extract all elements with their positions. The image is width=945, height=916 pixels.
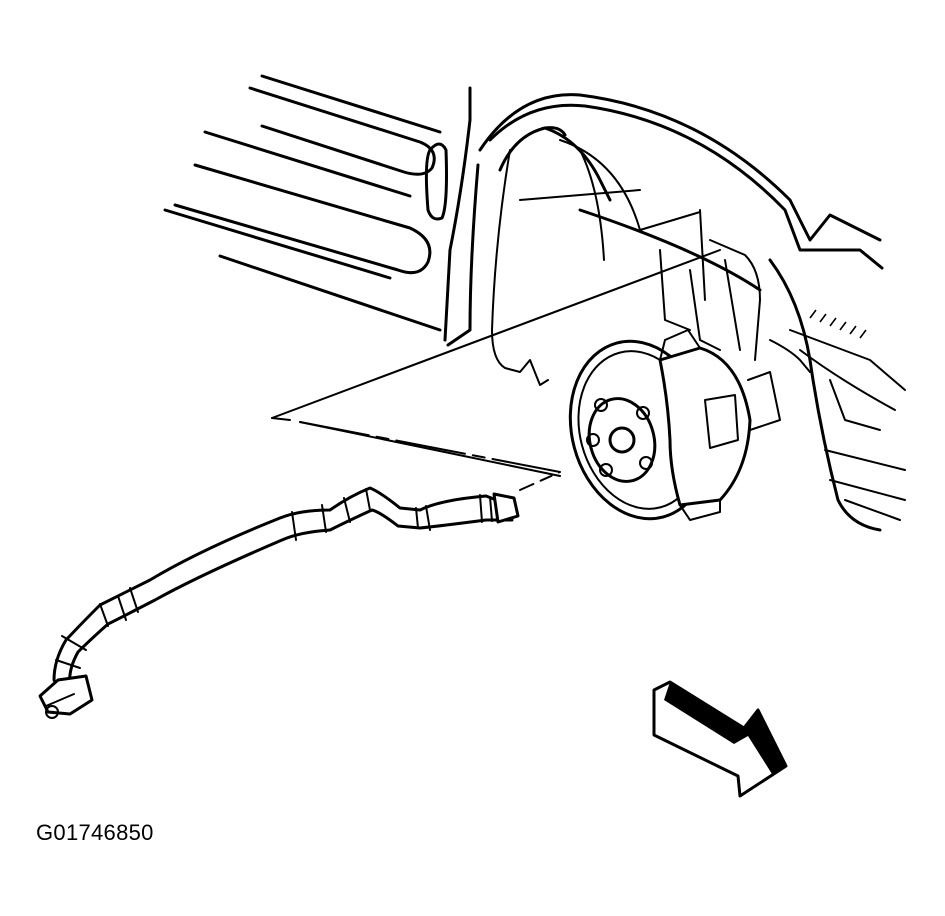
figure-caption: G01746850 <box>36 820 154 845</box>
front-direction-arrow-icon <box>652 680 788 798</box>
fender-wheel-arch <box>443 86 884 386</box>
brake-caliper <box>658 329 781 521</box>
suspension-assembly <box>659 239 906 532</box>
callout-leader <box>271 249 721 491</box>
brake-hose <box>38 486 520 719</box>
vehicle-body-panel <box>163 74 448 332</box>
